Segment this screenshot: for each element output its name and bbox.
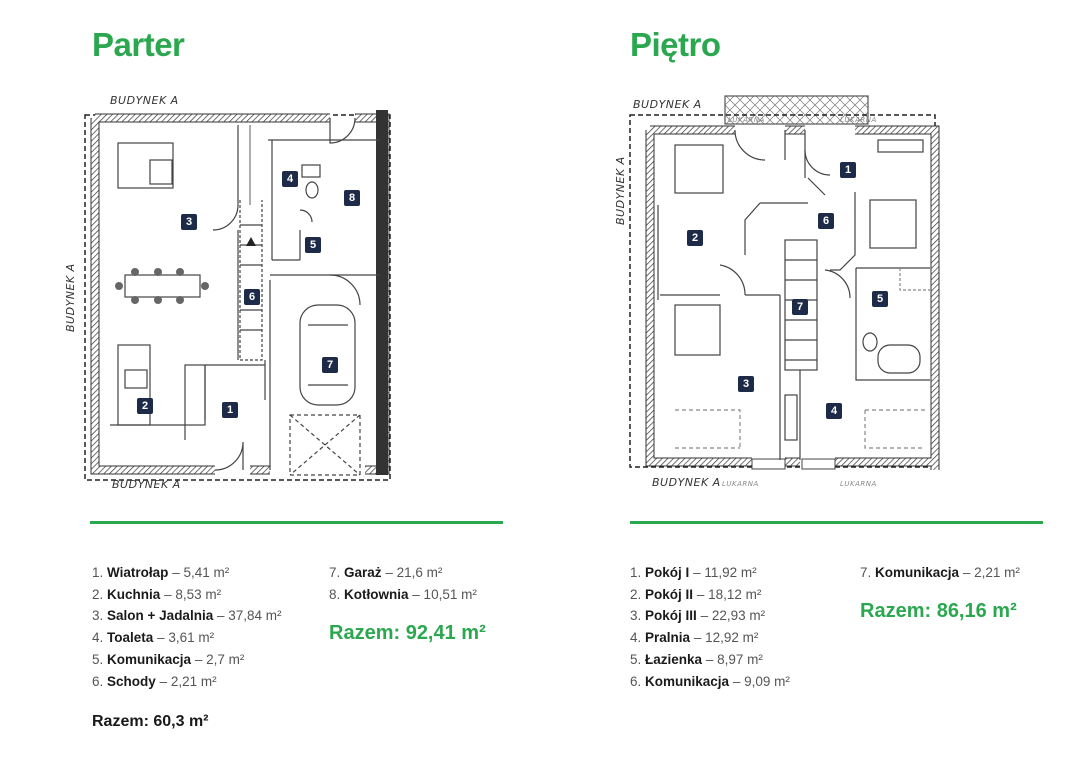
dormer-label: LUKARNA bbox=[840, 116, 877, 124]
upper-floor-plan bbox=[629, 95, 940, 470]
ground-floor-title: Parter bbox=[92, 26, 185, 63]
room-item: 3. Pokój III – 22,93 m² bbox=[630, 608, 766, 624]
dormer-label: LUKARNA bbox=[728, 116, 765, 124]
ground-total-with-garage: Razem: 92,41 m² bbox=[329, 622, 486, 644]
upper-building-label-side: BUDYNEK A bbox=[614, 156, 627, 225]
ground-building-label-bottom: BUDYNEK A bbox=[112, 478, 181, 491]
ground-floor-plan bbox=[84, 110, 391, 481]
room-item: 7. Komunikacja – 2,21 m² bbox=[860, 565, 1020, 580]
room-item: 4. Pralnia – 12,92 m² bbox=[630, 630, 759, 646]
upper-floor-title: Piętro bbox=[630, 26, 721, 63]
room-item: 3. Salon + Jadalnia – 37,84 m² bbox=[92, 608, 282, 624]
room-item: 7. Garaż – 21,6 m² bbox=[329, 565, 443, 580]
room-item: 4. Toaleta – 3,61 m² bbox=[92, 630, 215, 646]
room-badge-7: 7 bbox=[322, 357, 338, 373]
ground-room-list-2: 7. Garaż – 21,6 m² 8. Kotłownia – 10,51 … bbox=[329, 562, 477, 605]
room-badge-6: 6 bbox=[818, 213, 834, 229]
ground-divider bbox=[90, 521, 503, 524]
room-item: 5. Łazienka – 8,97 m² bbox=[630, 651, 763, 667]
upper-room-list-2: 7. Komunikacja – 2,21 m² bbox=[860, 562, 1020, 584]
upper-room-list: 1. Pokój I – 11,92 m² 2. Pokój II – 18,1… bbox=[630, 562, 790, 692]
ground-building-label-side: BUDYNEK A bbox=[64, 263, 77, 332]
dormer-label: LUKARNA bbox=[722, 480, 759, 488]
ground-room-list: 1. Wiatrołap – 5,41 m² 2. Kuchnia – 8,53… bbox=[92, 562, 282, 692]
ground-subtotal: Razem: 60,3 m² bbox=[92, 713, 209, 730]
room-badge-1: 1 bbox=[222, 402, 238, 418]
dormer-label: LUKARNA bbox=[840, 480, 877, 488]
room-badge-4: 4 bbox=[826, 403, 842, 419]
room-badge-2: 2 bbox=[687, 230, 703, 246]
room-item: 5. Komunikacja – 2,7 m² bbox=[92, 651, 245, 667]
upper-building-label-top: BUDYNEK A bbox=[633, 98, 702, 111]
floor-plans-drawing bbox=[84, 95, 940, 481]
upper-building-label-bottom: BUDYNEK A bbox=[652, 476, 721, 489]
upper-divider bbox=[630, 521, 1043, 524]
room-badge-2: 2 bbox=[137, 398, 153, 414]
room-badge-3: 3 bbox=[181, 214, 197, 230]
room-badge-5: 5 bbox=[872, 291, 888, 307]
room-item: 1. Pokój I – 11,92 m² bbox=[630, 565, 757, 580]
room-item: 8. Kotłownia – 10,51 m² bbox=[329, 586, 477, 602]
room-badge-1: 1 bbox=[840, 162, 856, 178]
room-item: 2. Pokój II – 18,12 m² bbox=[630, 586, 762, 602]
room-badge-4: 4 bbox=[282, 171, 298, 187]
room-badge-7: 7 bbox=[792, 299, 808, 315]
room-item: 1. Wiatrołap – 5,41 m² bbox=[92, 565, 230, 580]
upper-total: Razem: 86,16 m² bbox=[860, 600, 1017, 622]
room-badge-3: 3 bbox=[738, 376, 754, 392]
room-badge-8: 8 bbox=[344, 190, 360, 206]
room-item: 6. Schody – 2,21 m² bbox=[92, 673, 217, 689]
room-badge-5: 5 bbox=[305, 237, 321, 253]
room-item: 2. Kuchnia – 8,53 m² bbox=[92, 586, 222, 602]
ground-building-label-top: BUDYNEK A bbox=[110, 94, 179, 107]
room-item: 6. Komunikacja – 9,09 m² bbox=[630, 673, 790, 689]
room-badge-6: 6 bbox=[244, 289, 260, 305]
